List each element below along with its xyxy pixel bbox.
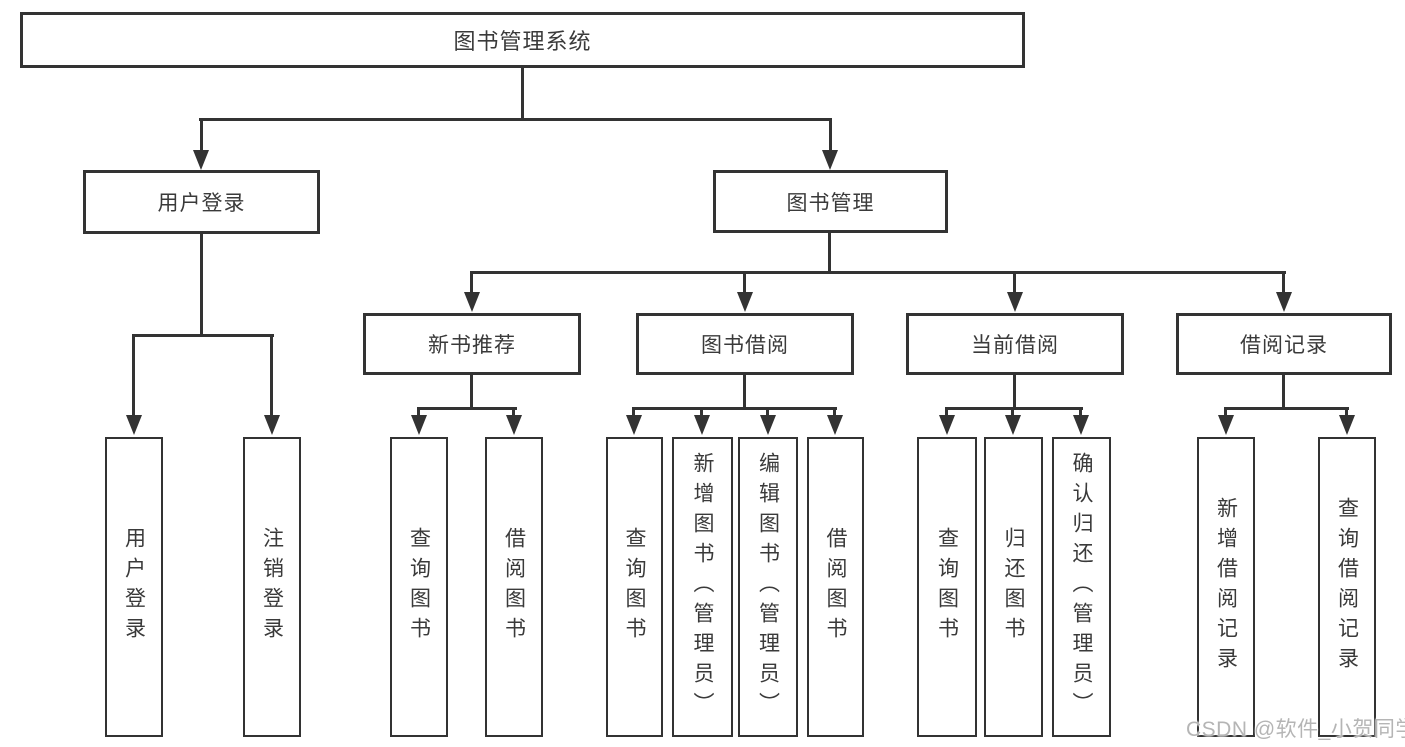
connector-recommend-drop — [470, 375, 473, 410]
arrow-down-icon — [1276, 292, 1292, 312]
leaf-borrow-edit-books-admin: 编辑图书（管理员） — [738, 437, 798, 737]
arrow-down-icon — [193, 150, 209, 170]
node-new-book-recommend: 新书推荐 — [363, 313, 581, 375]
connector-stem-leaf — [1345, 407, 1348, 417]
connector-stem-leaf — [632, 407, 635, 417]
arrow-down-icon — [1218, 415, 1234, 435]
connector-stem-leaf — [1224, 407, 1227, 417]
connector-login-drop — [200, 234, 203, 337]
connector-stem-current — [1013, 271, 1016, 294]
arrow-down-icon — [1007, 292, 1023, 312]
node-root-system: 图书管理系统 — [20, 12, 1025, 68]
connector-current-drop — [1013, 375, 1016, 410]
csdn-watermark: CSDN @软件_小贺同学 — [1186, 718, 1405, 741]
arrow-down-icon — [506, 415, 522, 435]
arrow-down-icon — [822, 150, 838, 170]
node-user-login: 用户登录 — [83, 170, 320, 234]
arrow-down-icon — [411, 415, 427, 435]
connector-stem-leaf — [1079, 407, 1082, 417]
connector-stem-leaf — [1011, 407, 1014, 417]
arrow-down-icon — [1339, 415, 1355, 435]
arrow-down-icon — [827, 415, 843, 435]
connector-stem-leaf — [766, 407, 769, 417]
leaf-logout: 注销登录 — [243, 437, 301, 737]
leaf-borrow-query-books: 查询图书 — [606, 437, 663, 737]
connector-mgmt-drop — [828, 233, 831, 274]
connector-stem-records — [1282, 271, 1285, 294]
leaf-borrow-add-books-admin: 新增图书（管理员） — [672, 437, 733, 737]
arrow-down-icon — [939, 415, 955, 435]
leaf-records-add-record: 新增借阅记录 — [1197, 437, 1255, 737]
connector-root-bar — [199, 118, 832, 121]
leaf-current-query-books: 查询图书 — [917, 437, 977, 737]
connector-root-drop — [521, 68, 524, 120]
leaf-current-return-books: 归还图书 — [984, 437, 1043, 737]
arrow-down-icon — [626, 415, 642, 435]
arrow-down-icon — [126, 415, 142, 435]
arrow-down-icon — [760, 415, 776, 435]
arrow-down-icon — [737, 292, 753, 312]
leaf-user-login: 用户登录 — [105, 437, 163, 737]
connector-stem-leaf — [700, 407, 703, 417]
arrow-down-icon — [1005, 415, 1021, 435]
node-book-borrow: 图书借阅 — [636, 313, 854, 375]
connector-stem-leaf — [270, 334, 273, 417]
connector-stem-leaf — [132, 334, 135, 417]
arrow-down-icon — [1073, 415, 1089, 435]
connector-stem-leaf — [833, 407, 836, 417]
connector-stem-user-login — [200, 118, 203, 152]
node-current-borrow: 当前借阅 — [906, 313, 1124, 375]
leaf-records-query-record: 查询借阅记录 — [1318, 437, 1376, 737]
connector-mgmt-bar — [470, 271, 1286, 274]
node-book-management: 图书管理 — [713, 170, 948, 233]
connector-records-drop — [1282, 375, 1285, 410]
leaf-recommend-borrow-books: 借阅图书 — [485, 437, 543, 737]
connector-records-bar — [1224, 407, 1349, 410]
leaf-recommend-query-books: 查询图书 — [390, 437, 448, 737]
connector-recommend-bar — [417, 407, 517, 410]
connector-stem-book-management — [829, 118, 832, 152]
node-borrow-records: 借阅记录 — [1176, 313, 1392, 375]
leaf-current-confirm-return-admin: 确认归还（管理员） — [1052, 437, 1111, 737]
connector-borrow-bar — [632, 407, 837, 410]
connector-stem-borrow — [743, 271, 746, 294]
connector-login-bar — [132, 334, 274, 337]
connector-stem-recommend — [470, 271, 473, 294]
arrow-down-icon — [694, 415, 710, 435]
connector-stem-leaf — [417, 407, 420, 417]
connector-stem-leaf — [945, 407, 948, 417]
connector-current-bar — [945, 407, 1083, 410]
leaf-borrow-borrow-books: 借阅图书 — [807, 437, 864, 737]
arrow-down-icon — [464, 292, 480, 312]
arrow-down-icon — [264, 415, 280, 435]
connector-stem-leaf — [512, 407, 515, 417]
connector-borrow-drop — [743, 375, 746, 410]
